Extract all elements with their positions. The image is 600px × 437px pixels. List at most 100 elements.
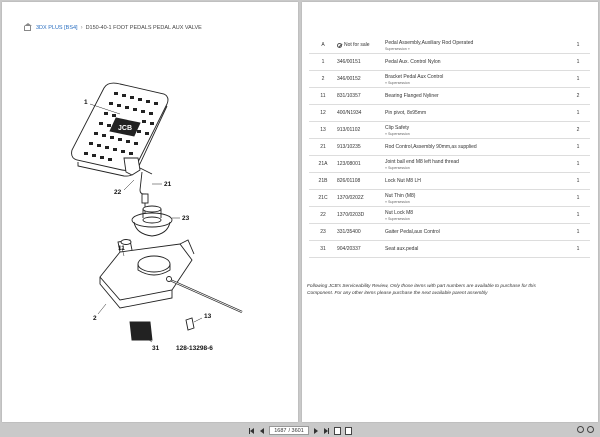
item-cell: 23 <box>320 229 326 235</box>
pedal-part: JCB <box>71 82 169 177</box>
next-page-icon <box>313 427 318 434</box>
qty-cell: 1 <box>576 246 580 252</box>
chevron-right-icon: › <box>80 25 83 31</box>
table-row[interactable]: 21A 123/08001 Joint ball end M8 left han… <box>309 156 590 173</box>
clip-part <box>185 317 195 331</box>
qty-cell: 1 <box>576 144 580 150</box>
part-number-cell: 1370/0202Z <box>337 195 364 201</box>
part-number-cell: 331/35400 <box>337 229 361 235</box>
item-cell: 21 <box>320 144 326 150</box>
description-text: Clip Safety <box>385 124 410 131</box>
part-number-cell: 913/10235 <box>337 144 361 150</box>
part-number-text: Not for sale <box>344 42 370 48</box>
bar-icon <box>328 427 330 434</box>
item-cell: 21C <box>318 195 328 201</box>
supersession-link[interactable]: » Supersession <box>385 80 410 85</box>
breadcrumb: 3DX PLUS [BS4] › D150-40-1 FOOT PEDALS P… <box>24 22 202 31</box>
description-text: Joint ball end M8 left hand thread <box>385 158 459 165</box>
table-row[interactable]: 1 346/00151 Pedal Aux. Control Nylon 1 <box>309 54 590 71</box>
table-row[interactable]: 21C 1370/0202Z Nut Thin (M8)» Supersessi… <box>309 190 590 207</box>
diagram-page: 3DX PLUS [BS4] › D150-40-1 FOOT PEDALS P… <box>2 2 298 422</box>
part-number-cell: 400/N1934 <box>337 110 362 116</box>
description-cell: Rod Control,Assembly 90mm,as supplied <box>385 144 477 150</box>
breadcrumb-section: D150-40-1 FOOT PEDALS PEDAL AUX VALVE <box>85 25 202 31</box>
gaiter-part <box>131 205 173 237</box>
table-row[interactable]: 21 913/10235 Rod Control,Assembly 90mm,a… <box>309 139 590 156</box>
table-row[interactable]: 2 346/00152 Bracket Pedal Aux Control» S… <box>309 71 590 88</box>
zoom-controls <box>577 426 594 433</box>
single-page-view-button[interactable] <box>334 426 342 435</box>
supersession-link[interactable]: » Supersession <box>385 131 410 136</box>
current-page-input[interactable]: 1687 <box>274 427 287 434</box>
description-cell: Pin pivot, 8x95mm <box>385 110 427 116</box>
table-row[interactable]: 22 1370/0203D Nut Lock M8» Supersession … <box>309 207 590 224</box>
qty-cell: 1 <box>576 229 580 235</box>
table-row[interactable]: 31 904/20337 Seat aux.pedal 1 <box>309 241 590 258</box>
part-number-cell: 904/20337 <box>337 246 361 252</box>
table-row[interactable]: A Not for sale Pedal Assembly,Auxiliary … <box>309 37 590 54</box>
qty-cell: 1 <box>576 42 580 48</box>
supersession-link[interactable]: Supersession » <box>385 46 410 51</box>
supersession-link[interactable]: » Supersession <box>385 216 410 221</box>
description-cell: Bearing Flanged Nyliner <box>385 93 439 99</box>
item-cell: A <box>321 42 325 48</box>
qty-cell: 1 <box>576 178 580 184</box>
item-cell: 22 <box>320 212 326 218</box>
callout-2: 2 <box>93 315 97 322</box>
svg-text:JCB: JCB <box>118 125 132 132</box>
table-row[interactable]: 21B 826/01108 Lock Nut M8 LH 1 <box>309 173 590 190</box>
supersession-link[interactable]: » Supersession <box>385 165 410 170</box>
part-number-cell: 826/01108 <box>337 178 361 184</box>
parts-table: A Not for sale Pedal Assembly,Auxiliary … <box>309 37 590 258</box>
description-text: Nut Thin (M8) <box>385 192 416 199</box>
callout-23: 23 <box>182 215 190 222</box>
part-number-cell: Not for sale <box>337 42 383 48</box>
table-row[interactable]: 12 400/N1934 Pin pivot, 8x95mm 1 <box>309 105 590 122</box>
qty-cell: 1 <box>576 195 580 201</box>
description-text: Pedal Assembly,Auxiliary Rod Operated <box>385 39 474 46</box>
table-row[interactable]: 11 831/10357 Bearing Flanged Nyliner 2 <box>309 88 590 105</box>
two-page-view-button[interactable] <box>345 426 353 435</box>
pin-part <box>166 276 243 314</box>
part-number-cell: 123/08001 <box>337 161 361 167</box>
description-cell: Pedal Aux. Control Nylon <box>385 59 441 65</box>
zoom-in-icon[interactable] <box>587 426 594 433</box>
table-row[interactable]: 23 331/35400 Gaiter Pedal,aux Control 1 <box>309 224 590 241</box>
part-number-cell: 831/10357 <box>337 93 361 99</box>
qty-cell: 2 <box>576 127 580 133</box>
item-cell: 21B <box>318 178 328 184</box>
item-cell: 2 <box>321 76 325 82</box>
previous-page-button[interactable] <box>258 427 266 435</box>
description-text: Bracket Pedal Aux Control <box>385 73 444 80</box>
page-number-box[interactable]: 1687 / 3601 <box>269 426 309 435</box>
supersession-link[interactable]: » Supersession <box>385 199 410 204</box>
callout-31: 31 <box>152 345 160 352</box>
callout-13: 13 <box>204 313 212 320</box>
seat-part <box>129 321 153 341</box>
qty-cell: 1 <box>576 76 580 82</box>
qty-cell: 1 <box>576 212 580 218</box>
item-cell: 13 <box>320 127 326 133</box>
qty-cell: 1 <box>576 110 580 116</box>
last-page-icon <box>324 427 329 434</box>
bar-icon <box>248 427 250 434</box>
viewer-toolbar: 1687 / 3601 <box>0 424 600 437</box>
table-row[interactable]: 13 913/01102 Clip Safety» Supersession 2 <box>309 122 590 139</box>
item-cell: 12 <box>320 110 326 116</box>
qty-cell: 2 <box>576 93 580 99</box>
item-cell: 21A <box>318 161 328 167</box>
description-cell: Nut Lock M8» Supersession <box>383 210 566 221</box>
description-cell: Joint ball end M8 left hand thread» Supe… <box>383 159 566 170</box>
last-page-button[interactable] <box>323 427 331 435</box>
home-icon[interactable] <box>24 22 32 31</box>
item-cell: 1 <box>321 59 325 65</box>
breadcrumb-model-link[interactable]: 3DX PLUS [BS4] <box>36 25 78 31</box>
page-icon <box>334 426 342 435</box>
next-page-button[interactable] <box>312 427 320 435</box>
qty-cell: 1 <box>576 161 580 167</box>
not-for-sale-icon <box>337 42 342 48</box>
description-cell: Bracket Pedal Aux Control» Supersession <box>383 74 566 85</box>
zoom-out-icon[interactable] <box>577 426 584 433</box>
first-page-button[interactable] <box>247 427 255 435</box>
